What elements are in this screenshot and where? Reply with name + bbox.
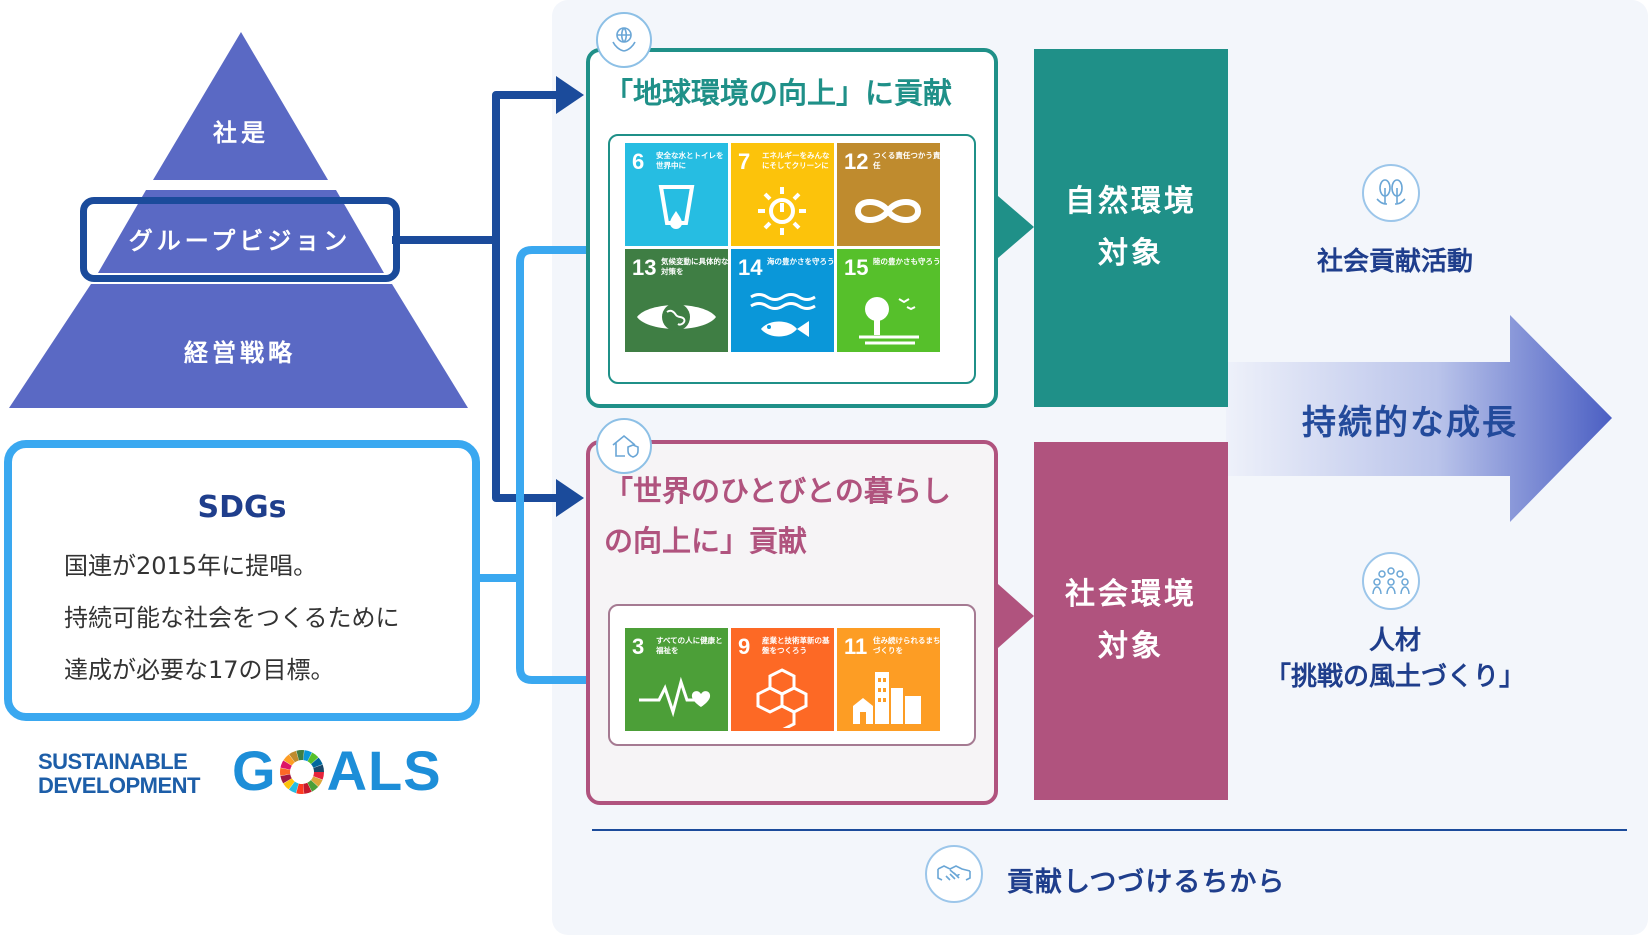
sdg-goal-14-tile: 14 海の豊かさを守ろう xyxy=(731,249,835,352)
world-box-title-line1: 「世界のひとびとの暮らし xyxy=(604,474,951,508)
group-vision-highlight xyxy=(80,197,400,282)
sdg-goal-text: 産業と技術革新の基盤をつくろう xyxy=(762,636,830,655)
sdg-goal-text: 海の豊かさを守ろう xyxy=(767,257,835,266)
sdg-goal-number: 14 xyxy=(738,255,763,280)
handshake-icon xyxy=(925,845,983,903)
world-box-title: 「世界のひとびとの暮らし の向上に」貢献 xyxy=(604,466,951,566)
sdg-logo-g: G xyxy=(232,739,277,802)
pyramid-top-label: 社是 xyxy=(213,119,269,147)
sdgs-title: SDGs xyxy=(197,490,287,525)
sdg-goal-number: 12 xyxy=(844,149,869,174)
infinity-icon xyxy=(837,181,940,243)
bottom-divider xyxy=(592,829,1627,831)
cubes-icon xyxy=(731,666,834,732)
social-activity-label: 社会貢献活動 xyxy=(1316,247,1473,277)
tree-icon xyxy=(837,287,940,349)
eye-globe-icon xyxy=(625,287,728,349)
sdg-goal-text: エネルギーをみんなにそしてクリーンに xyxy=(762,151,830,170)
sdg-logo-line2: DEVELOPMENT xyxy=(38,773,200,798)
sdg-logo-als: ALS xyxy=(326,739,442,802)
sdg-goal-number: 3 xyxy=(632,634,645,659)
sdg-goal-text: 住み続けられるまちづくりを xyxy=(873,636,941,655)
sdg-logo-line1: SUSTAINABLE xyxy=(38,749,188,774)
society-target-line1: 社会環境 xyxy=(1065,577,1197,612)
fish-icon xyxy=(731,287,834,349)
house-shield-icon xyxy=(596,418,652,474)
sdg-goal-text: つくる責任つかう責任 xyxy=(873,151,941,170)
talent-label: 人材 「挑戦の風土づくり」 xyxy=(1240,623,1550,695)
pyramid-middle-label: グループビジョン xyxy=(128,227,352,255)
nature-target-line1: 自然環境 xyxy=(1065,184,1197,219)
sdgs-box: SDGs 国連が2015年に提唱。 持続可能な社会をつくるために 達成が必要な1… xyxy=(4,440,480,721)
sdg-goal-3-tile: 3 すべての人に健康と福祉を xyxy=(625,628,728,731)
sdg-logo-goals: G ALS xyxy=(232,738,442,803)
sdg-wheel-icon xyxy=(279,750,324,794)
world-box-title-line2: の向上に」貢献 xyxy=(604,524,808,558)
bottom-label: 貢献しつづけるちから xyxy=(1007,867,1286,898)
heartbeat-icon xyxy=(625,666,728,728)
talent-label-line2: 「挑戦の風土づくり」 xyxy=(1264,662,1525,692)
pyramid-bottom-label: 経営戦略 xyxy=(184,339,296,367)
tree-hands-icon xyxy=(1362,164,1420,222)
pyramid xyxy=(9,32,468,408)
sdg-goal-number: 7 xyxy=(738,149,751,174)
sdg-goal-15-tile: 15 陸の豊かさも守ろう xyxy=(837,249,941,352)
sdg-goal-number: 13 xyxy=(632,255,657,280)
sdgs-line-2: 持続可能な社会をつくるために xyxy=(64,604,400,632)
sdg-goal-6-tile: 6 安全な水とトイレを世界中に xyxy=(625,143,728,246)
sdg-goal-text: 陸の豊かさも守ろう xyxy=(873,257,941,266)
society-target-line2: 対象 xyxy=(1098,629,1164,664)
sdg-goal-number: 6 xyxy=(632,149,645,174)
nature-target-line2: 対象 xyxy=(1098,236,1164,271)
talent-label-line1: 人材 xyxy=(1368,626,1421,656)
people-group-icon xyxy=(1362,552,1420,610)
world-contribution-box: 「世界のひとびとの暮らし の向上に」貢献 xyxy=(586,440,998,805)
growth-label: 持続的な成長 xyxy=(1302,403,1518,443)
sdg-goal-text: すべての人に健康と福祉を xyxy=(656,636,723,655)
water-glass-icon xyxy=(625,181,728,243)
city-icon xyxy=(837,666,940,728)
sdg-goal-number: 11 xyxy=(844,634,868,659)
earth-box-title: 「地球環境の向上」に貢献 xyxy=(604,76,953,110)
society-target-box: 社会環境 対象 xyxy=(1034,442,1228,800)
sdg-goal-text: 気候変動に具体的な対策を xyxy=(661,257,729,276)
sdg-goal-11-tile: 11 住み続けられるまちづくりを xyxy=(837,628,941,731)
sdg-goal-9-tile: 9 産業と技術革新の基盤をつくろう xyxy=(731,628,834,732)
nature-target-box: 自然環境 対象 xyxy=(1034,49,1228,407)
sdgs-line-3: 達成が必要な17の目標。 xyxy=(64,656,335,684)
sdg-goal-text: 安全な水とトイレを世界中に xyxy=(656,151,724,170)
sun-power-icon xyxy=(731,181,834,243)
sdg-logo-words: SUSTAINABLE DEVELOPMENT xyxy=(38,750,200,798)
sdg-goal-number: 9 xyxy=(738,634,751,659)
globe-hands-icon xyxy=(596,12,652,68)
sdgs-description: 国連が2015年に提唱。 持続可能な社会をつくるために 達成が必要な17の目標。 xyxy=(64,540,464,696)
sdgs-line-1: 国連が2015年に提唱。 xyxy=(64,552,318,580)
sdg-goal-number: 15 xyxy=(844,255,869,280)
sdg-goal-7-tile: 7 エネルギーをみんなにそしてクリーンに xyxy=(731,143,834,246)
